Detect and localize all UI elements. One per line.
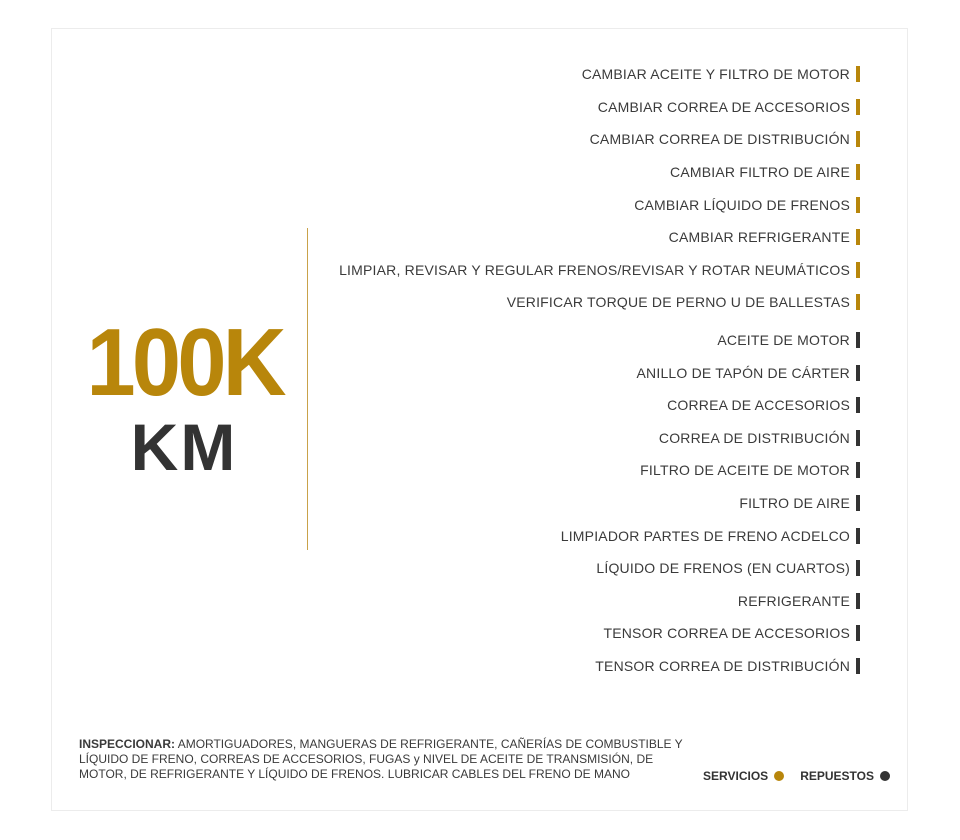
mileage-unit: KM xyxy=(130,410,238,484)
part-item-label: LÍQUIDO DE FRENOS (EN CUARTOS) xyxy=(596,560,850,577)
part-item-label: TENSOR CORREA DE DISTRIBUCIÓN xyxy=(595,657,850,674)
part-marker-icon xyxy=(856,592,860,609)
service-item-label: CAMBIAR CORREA DE ACCESORIOS xyxy=(597,98,850,115)
service-item-label: CAMBIAR CORREA DE DISTRIBUCIÓN xyxy=(589,131,850,148)
service-marker-icon xyxy=(856,229,860,246)
part-item: LÍQUIDO DE FRENOS (EN CUARTOS) xyxy=(339,552,860,585)
services-dot-icon xyxy=(774,771,785,781)
part-marker-icon xyxy=(856,462,860,479)
mileage-value: 100K xyxy=(86,309,286,416)
service-item: CAMBIAR LÍQUIDO DE FRENOS xyxy=(339,188,860,221)
service-item: CAMBIAR REFRIGERANTE xyxy=(339,221,860,254)
service-item: LIMPIAR, REVISAR Y REGULAR FRENOS/REVISA… xyxy=(339,254,860,287)
service-marker-icon xyxy=(856,164,860,181)
legend-parts: REPUESTOS xyxy=(800,769,890,783)
service-item-label: CAMBIAR FILTRO DE AIRE xyxy=(670,164,850,181)
part-item-label: ANILLO DE TAPÓN DE CÁRTER xyxy=(636,364,850,381)
part-item-label: ACEITE DE MOTOR xyxy=(717,332,850,349)
service-marker-icon xyxy=(856,98,860,115)
part-item-label: LIMPIADOR PARTES DE FRENO ACDELCO xyxy=(560,527,850,544)
part-marker-icon xyxy=(856,527,860,544)
part-item: TENSOR CORREA DE ACCESORIOS xyxy=(339,617,860,650)
service-item: CAMBIAR FILTRO DE AIRE xyxy=(339,156,860,189)
service-item-label: VERIFICAR TORQUE DE PERNO U DE BALLESTAS xyxy=(506,294,850,311)
maintenance-list: CAMBIAR ACEITE Y FILTRO DE MOTOR CAMBIAR … xyxy=(339,58,860,682)
service-item-label: CAMBIAR LÍQUIDO DE FRENOS xyxy=(634,196,850,213)
maintenance-card xyxy=(51,28,908,811)
part-marker-icon xyxy=(856,560,860,577)
part-marker-icon xyxy=(856,625,860,642)
legend-parts-label: REPUESTOS xyxy=(800,769,874,783)
part-marker-icon xyxy=(856,332,860,349)
part-item-label: REFRIGERANTE xyxy=(737,592,850,609)
part-marker-icon xyxy=(856,364,860,381)
part-marker-icon xyxy=(856,495,860,512)
part-item-label: CORREA DE ACCESORIOS xyxy=(667,397,850,414)
service-item: CAMBIAR CORREA DE DISTRIBUCIÓN xyxy=(339,123,860,156)
part-marker-icon xyxy=(856,397,860,414)
legend-services-label: SERVICIOS xyxy=(703,769,769,783)
part-item-label: CORREA DE DISTRIBUCIÓN xyxy=(658,429,850,446)
part-item-label: FILTRO DE AIRE xyxy=(739,495,850,512)
divider-line xyxy=(307,228,308,550)
parts-dot-icon xyxy=(880,771,890,781)
legend: SERVICIOS REPUESTOS xyxy=(687,769,890,783)
service-marker-icon xyxy=(856,261,860,278)
part-marker-icon xyxy=(856,657,860,674)
part-item: TENSOR CORREA DE DISTRIBUCIÓN xyxy=(339,650,860,683)
mileage-block: 100K KM xyxy=(78,309,290,484)
inspection-text: AMORTIGUADORES, MANGUERAS DE REFRIGERANT… xyxy=(79,737,683,781)
part-marker-icon xyxy=(856,429,860,446)
part-item: CORREA DE DISTRIBUCIÓN xyxy=(339,422,860,455)
service-marker-icon xyxy=(856,196,860,213)
service-marker-icon xyxy=(856,294,860,311)
service-item: VERIFICAR TORQUE DE PERNO U DE BALLESTAS xyxy=(339,286,860,319)
legend-services: SERVICIOS xyxy=(703,769,785,783)
service-marker-icon xyxy=(856,131,860,148)
service-item-label: LIMPIAR, REVISAR Y REGULAR FRENOS/REVISA… xyxy=(339,261,850,278)
part-item-label: TENSOR CORREA DE ACCESORIOS xyxy=(603,625,850,642)
part-item-label: FILTRO DE ACEITE DE MOTOR xyxy=(640,462,850,479)
service-item: CAMBIAR ACEITE Y FILTRO DE MOTOR xyxy=(339,58,860,91)
part-item: ANILLO DE TAPÓN DE CÁRTER xyxy=(339,356,860,389)
inspection-label: INSPECCIONAR: xyxy=(79,737,176,751)
part-item: FILTRO DE AIRE xyxy=(339,487,860,520)
part-item: ACEITE DE MOTOR xyxy=(339,324,860,357)
service-item-label: CAMBIAR REFRIGERANTE xyxy=(668,229,850,246)
service-item-label: CAMBIAR ACEITE Y FILTRO DE MOTOR xyxy=(581,66,850,83)
service-item: CAMBIAR CORREA DE ACCESORIOS xyxy=(339,91,860,124)
inspection-note: INSPECCIONAR: AMORTIGUADORES, MANGUERAS … xyxy=(79,737,689,782)
part-item: LIMPIADOR PARTES DE FRENO ACDELCO xyxy=(339,519,860,552)
part-item: REFRIGERANTE xyxy=(339,585,860,618)
part-item: CORREA DE ACCESORIOS xyxy=(339,389,860,422)
part-item: FILTRO DE ACEITE DE MOTOR xyxy=(339,454,860,487)
service-marker-icon xyxy=(856,66,860,83)
